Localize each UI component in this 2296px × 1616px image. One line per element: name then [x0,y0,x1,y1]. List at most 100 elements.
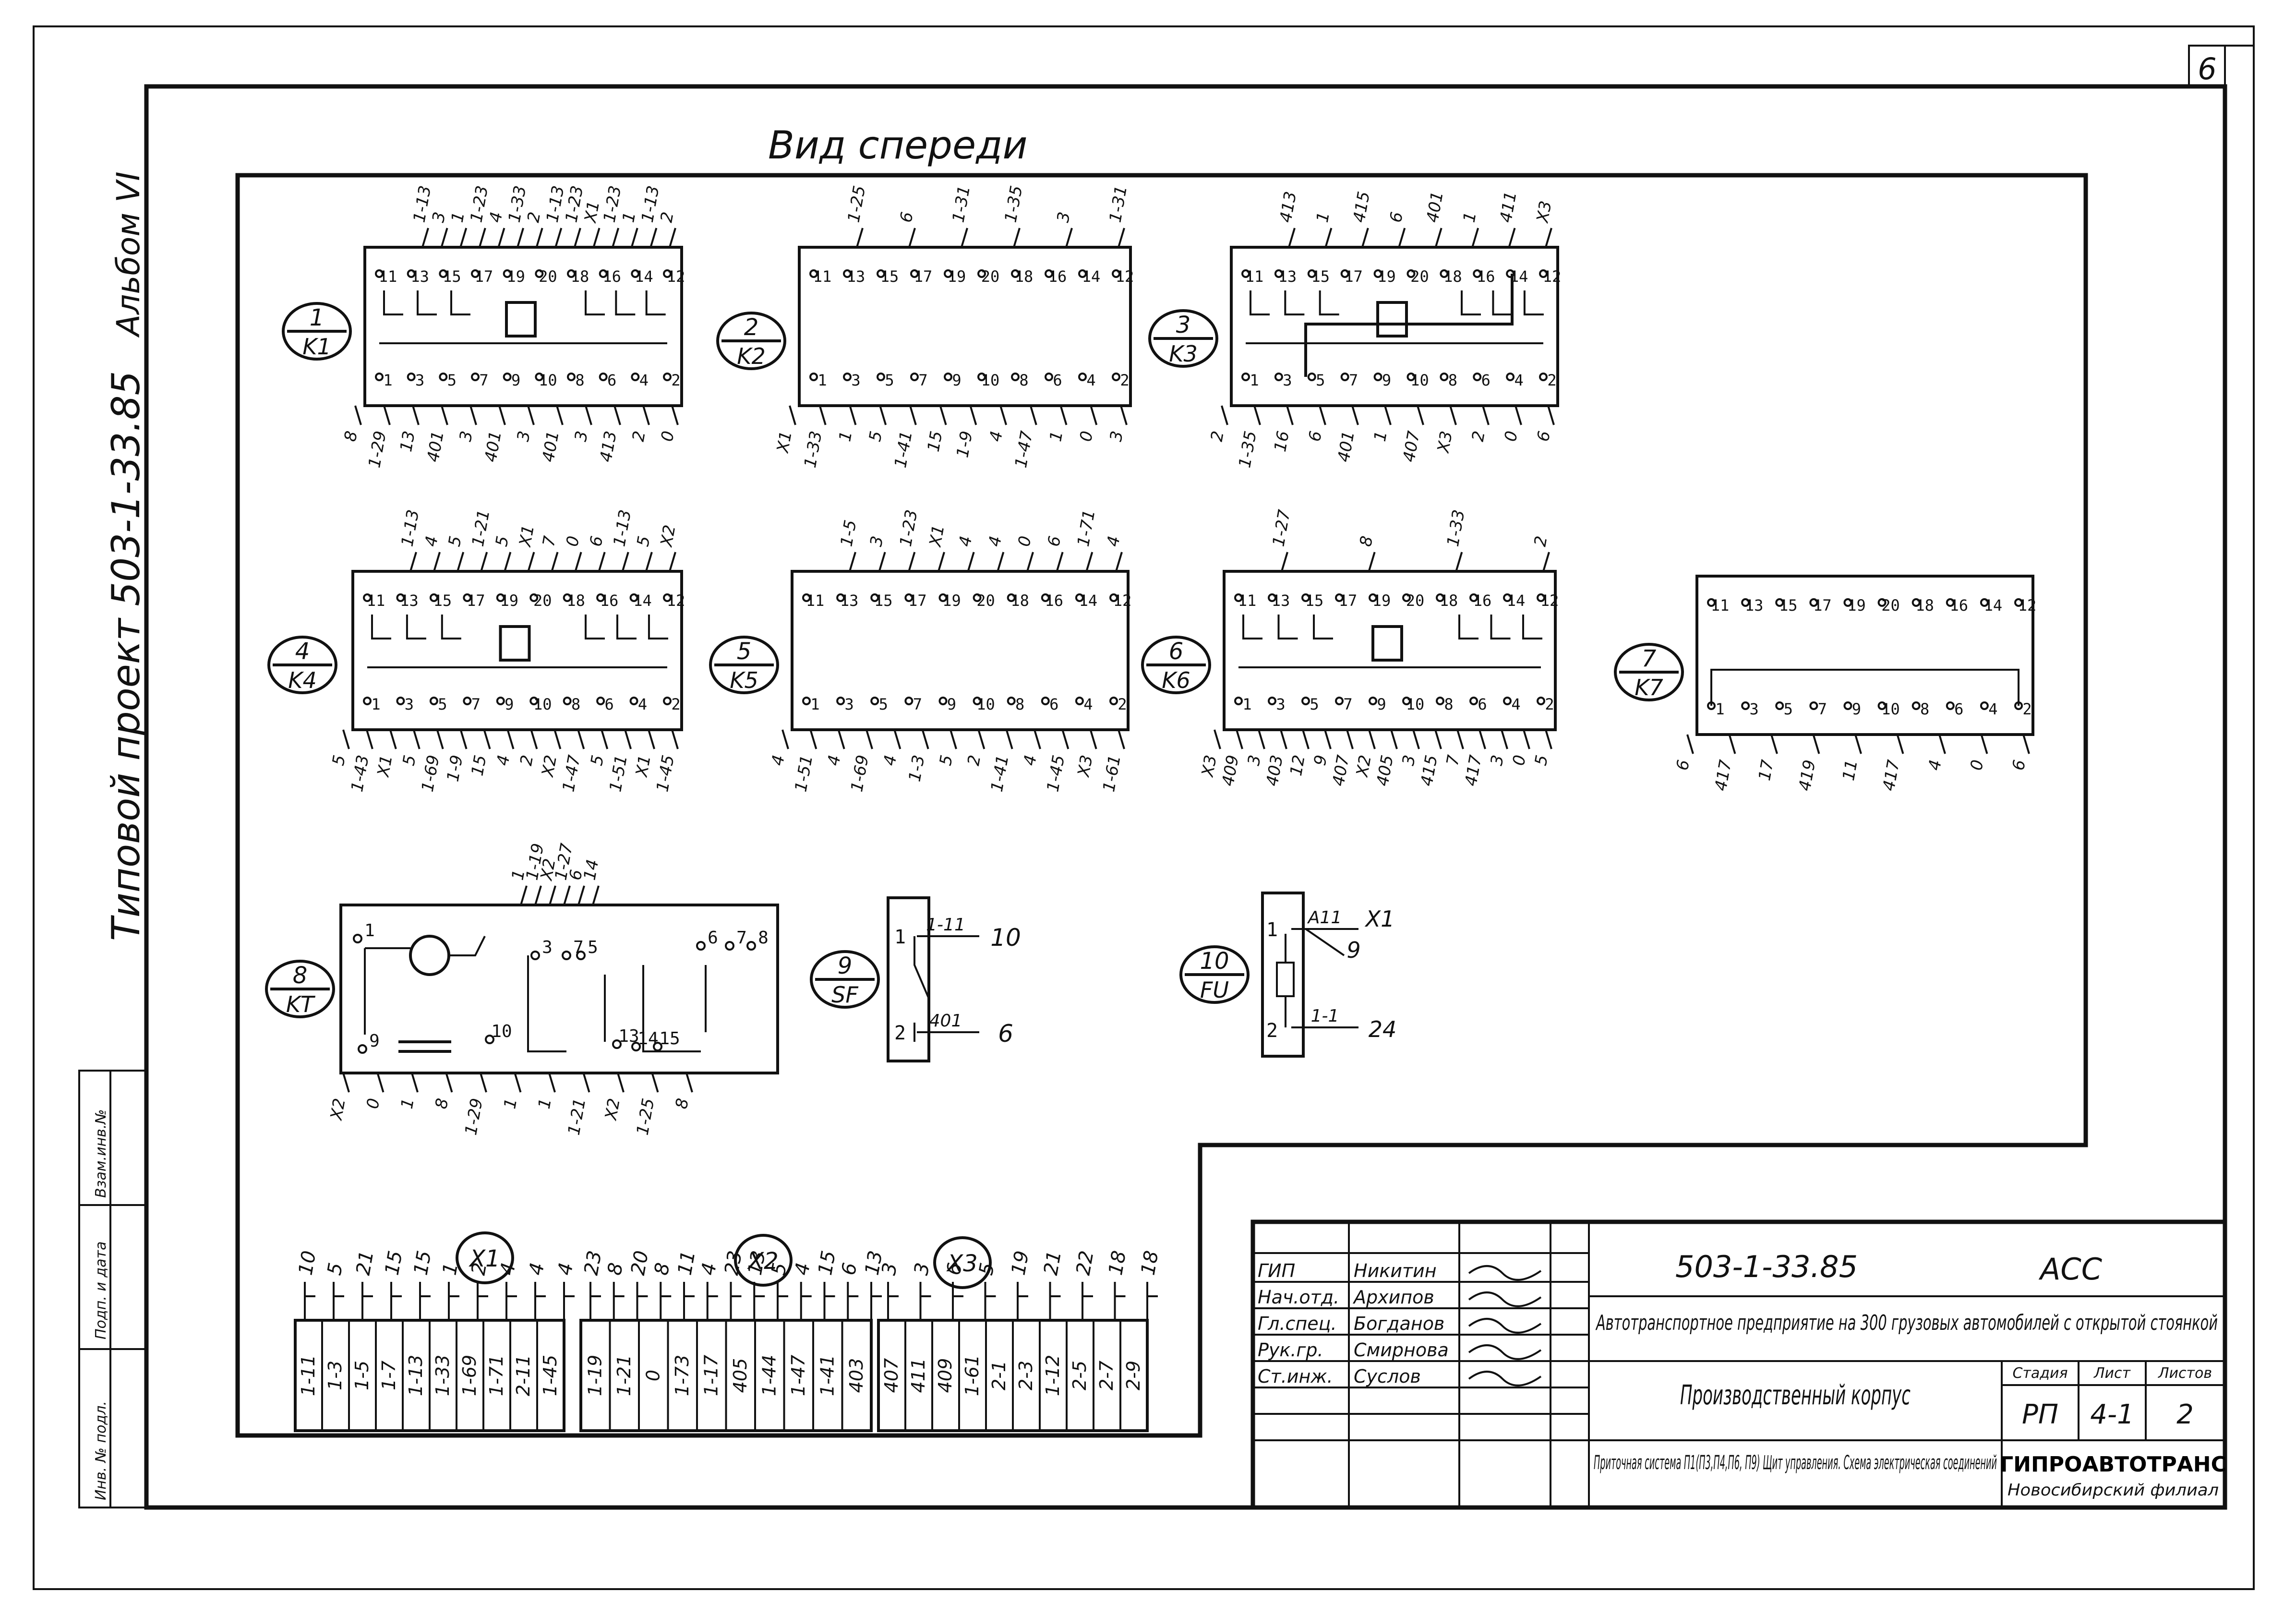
relay-k4-coil [499,625,531,662]
relay-k2-bottom-wire [789,405,796,425]
relay-k2-badge-code: K2 [737,343,765,369]
relay-k1-bottom-wire [585,405,592,425]
terminal-block-x2-cell: 405 [730,1358,751,1393]
album-title: Альбом VI [110,171,147,338]
relay-k4-body [351,570,683,731]
org-name: ГИПРОАВТОТРАНС [2000,1452,2226,1477]
relay-k3-top-pin: 17 [1344,267,1363,286]
relay-k6-bottom-pin: 9 [1377,695,1386,713]
relay-k4-bottom-wire [366,729,373,749]
relay-k4-bottom-pin: 6 [604,695,613,713]
relay-k6-bottom-pin: 3 [1276,695,1285,713]
relay-k5-badge: 5K5 [709,636,779,694]
relay-k6-bottom-wire [1523,729,1530,749]
terminal-block-x2-wire-label: 8 [603,1261,627,1277]
timer-kt-lines [364,936,486,1035]
relay-k7-bottom-pin: 10 [1881,700,1900,718]
relay-k1-top-wire [554,228,563,248]
relay-k2-top-pin: 16 [1048,267,1067,286]
relay-k2-top-pin: 11 [813,267,832,286]
terminal-block-x1-wire-label: 4 [525,1261,549,1277]
terminal-block-x1-cell: 1-69 [459,1355,480,1396]
terminal-block-x2-name: X2 [746,1248,778,1275]
relay-k3-bottom-pin: 7 [1349,371,1358,389]
relay-k6-top-wire-label: 2 [1530,534,1551,548]
relay-k7-badge-ring [1614,643,1684,701]
relay-k7-bottom-wire [1728,734,1736,754]
relay-k4-terminal [529,593,539,602]
relay-k4-top-pin: 11 [367,591,385,610]
relay-k3-terminal [1406,269,1416,278]
relay-k3-badge-code: K3 [1169,341,1197,367]
relay-k6-coil [1371,625,1403,662]
staff-signature [1468,1291,1542,1307]
relay-k7-terminal [1741,701,1750,710]
relay-k6-top-pin: 18 [1440,591,1458,610]
relay-k1-top-pin: 16 [602,267,621,286]
relay-k5-terminal [802,593,811,602]
relay-k1-top-wire [497,228,505,248]
relay-k7-terminal [1809,598,1818,607]
relay-k4-terminal [396,697,405,705]
sheet-value: 4-1 [2090,1399,2134,1430]
relay-k5-terminal [1007,697,1016,705]
relay-k7-terminal [1741,598,1750,607]
relay-k1-bottom-wire [412,405,420,425]
relay-k3-top-wire [1398,228,1406,248]
view-title: Вид спереди [768,123,1027,168]
terminal-block-x3-wire-label: 18 [1137,1249,1163,1277]
relay-k3-bottom-pin: 10 [1410,371,1429,389]
relay-k1-terminal [567,269,576,278]
terminal-block-x2-cell: 1-44 [758,1355,780,1396]
relay-k2-top-wire-label: 3 [1053,210,1074,224]
relay-k4-badge-code: K4 [288,667,316,693]
relay-k4-bottom-wire [671,729,679,749]
relay-k4-bottom-wire [436,729,444,749]
relay-k1-bottom-wire [354,405,362,425]
terminal-block-x3-wire-label: 22 [1072,1249,1098,1277]
relay-k5-terminal [1109,697,1118,705]
relay-k4-bottom-wire [648,729,655,749]
relay-k5-top-wire-label: 1-71 [1074,508,1099,548]
relay-k3-terminal [1406,373,1416,381]
relay-k4-terminal [663,593,672,602]
stage-label: Стадия [2012,1365,2068,1382]
terminal-block-x3-cell: 1-12 [1042,1355,1063,1396]
relay-k6-top-pin: 20 [1406,591,1425,610]
terminal-block-x3-cell: 407 [881,1358,902,1393]
relay-k1-bottom-pin: 3 [415,371,424,389]
terminal-block-x3-cell: 2-3 [1015,1361,1036,1390]
relay-k5-terminal [1075,697,1084,705]
terminal-block-x2-wire-label: 23 [721,1249,746,1277]
relay-k2-top-wire-label: 6 [896,210,917,224]
relay-k3-bottom-wire-label: 1-35 [1235,430,1261,470]
relay-k2-top-wire-label: 1-31 [1106,184,1131,224]
relay-k3-bottom-wire [1319,405,1326,425]
relay-k5-top-wire [1026,552,1034,572]
relay-k4-top-pin: 13 [400,591,419,610]
terminal-block-x2-wire-label: 13 [861,1249,887,1277]
relay-k3-badge-number: 3 [1176,312,1191,338]
relay-k6-contact [1490,615,1511,639]
relay-k1-bottom-pin: 6 [607,371,616,389]
relay-k6-terminal [1268,593,1276,602]
side-stamp: Взам.инв.№ Подп. и дата Инв. № подл. [78,1070,147,1508]
building-name: Производственный корпус [1680,1380,1911,1411]
timer-kt-pin: 9 [369,1031,380,1051]
relay-k4-terminal [429,697,438,705]
relay-k2-top-pin: 14 [1082,267,1101,286]
relay-k4-bottom-wire-label: 1-9 [443,754,467,784]
relay-k7-bottom-pin: 7 [1818,700,1827,718]
relay-k7-body [1695,575,2034,736]
relay-k1-top-wire-label: 1 [448,210,469,224]
relay-k3-bottom-wire [1286,405,1294,425]
relay-k4-top-wire-label: 6 [586,534,607,548]
relay-k4-top-wire [598,552,606,572]
relay-k4-terminal [663,697,672,705]
relay-k6-top-pin: 19 [1372,591,1391,610]
timer-kt-top-wire [534,885,542,905]
relay-k1-top-wire [649,228,658,248]
relay-k1-top-pin: 20 [539,267,557,286]
